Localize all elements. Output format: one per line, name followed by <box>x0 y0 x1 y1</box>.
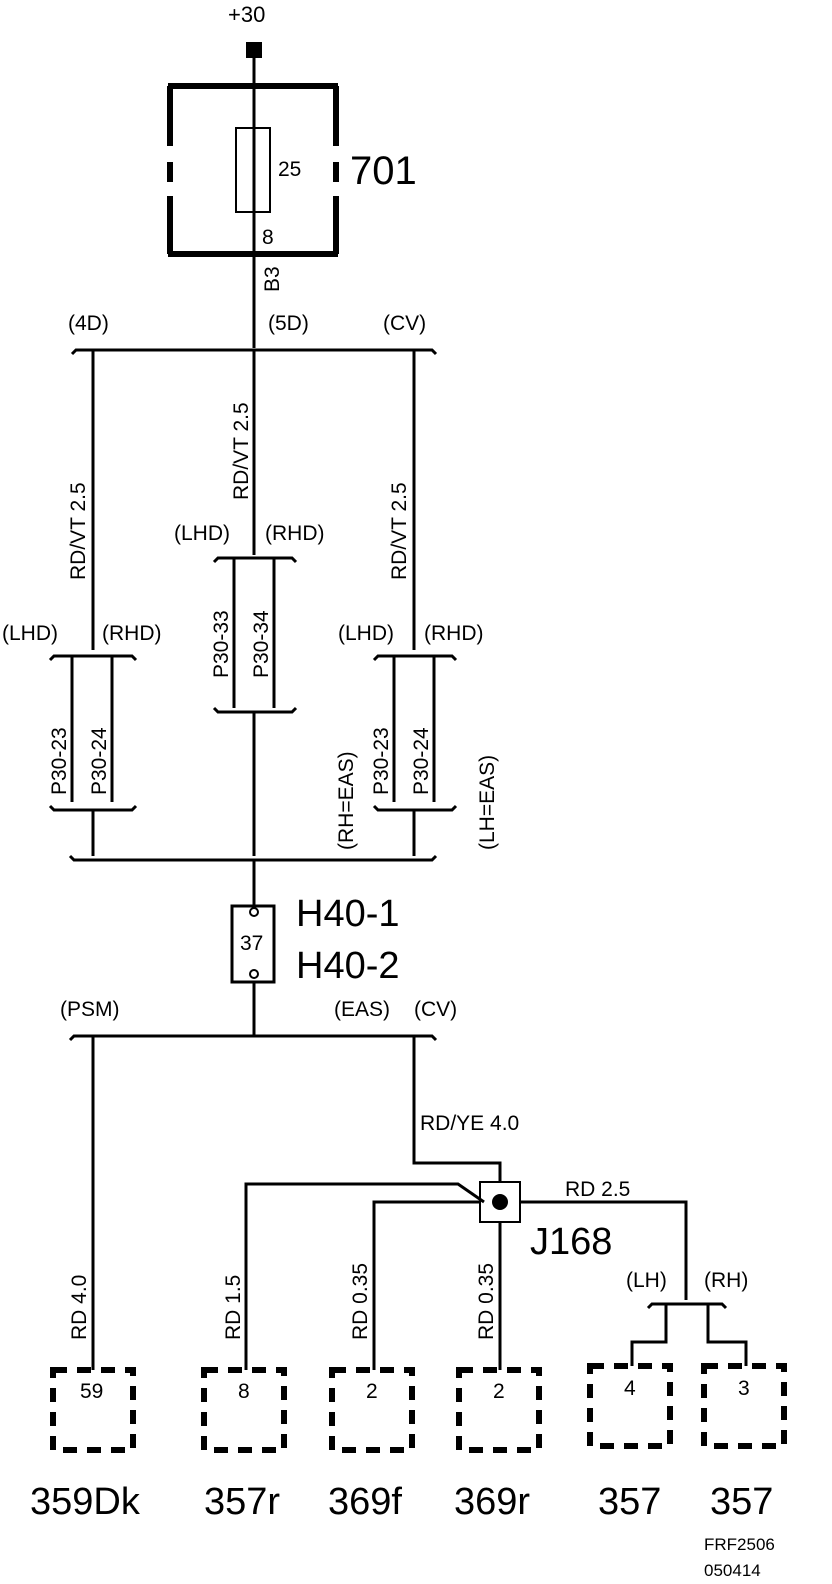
connector-359dk <box>50 1367 136 1453</box>
fuse-pin: 8 <box>262 226 274 249</box>
connector-369f <box>329 1367 415 1453</box>
wire-eas-label: RD/YE 4.0 <box>420 1112 519 1135</box>
connector-357r <box>201 1367 287 1453</box>
connector-h40-2-label: H40-2 <box>296 945 400 987</box>
wire-357-lh <box>630 1304 668 1374</box>
component-369r: 369r <box>454 1481 530 1523</box>
left-lhd-label: (LHD) <box>2 622 58 645</box>
connector-h40-pin-top <box>249 907 259 917</box>
component-357r: 357r <box>204 1481 280 1523</box>
left-branch-split <box>48 654 138 662</box>
fuse-box-label: 701 <box>350 149 417 193</box>
pin-369r: 2 <box>493 1380 505 1403</box>
left-rhd-label: (RHD) <box>102 622 161 645</box>
right-branch-join <box>372 804 458 812</box>
wire-center-label: RD/VT 2.5 <box>230 402 253 500</box>
wire-right-label: RD/VT 2.5 <box>388 482 411 580</box>
lh-rh-split <box>646 1302 728 1310</box>
pin-357-lh: 4 <box>624 1377 636 1400</box>
connector-357-rh <box>701 1363 787 1449</box>
variant-4d: (4D) <box>68 312 109 335</box>
supply-label: +30 <box>228 2 265 27</box>
wire-357r <box>244 1182 485 1374</box>
variant-5d: (5D) <box>268 312 309 335</box>
wire-369f <box>372 1200 480 1374</box>
connector-h40-pin: 37 <box>240 932 263 955</box>
wire-369r-label: RD 0.35 <box>475 1263 498 1340</box>
component-359dk: 359Dk <box>30 1481 141 1523</box>
lh-label: (LH) <box>626 1269 667 1292</box>
variant-join-bus <box>68 854 438 862</box>
fuse-box-701 <box>167 83 339 257</box>
variant-cv-bottom: (CV) <box>414 998 457 1021</box>
pin-357-rh: 3 <box>738 1377 750 1400</box>
pin-357r: 8 <box>238 1380 250 1403</box>
wire-369f-label: RD 0.35 <box>349 1263 372 1340</box>
wire-357 <box>520 1200 688 1300</box>
variant-psm: (PSM) <box>60 998 120 1021</box>
center-lhd-pin: P30-33 <box>210 610 233 678</box>
right-rhd-pin: P30-24 <box>410 727 433 795</box>
variant-bus-bottom <box>68 1034 438 1042</box>
wire-357-label: RD 2.5 <box>565 1178 630 1201</box>
fuse-rating: 25 <box>278 158 301 181</box>
wire-psm-label: RD 4.0 <box>68 1275 91 1340</box>
variant-eas: (EAS) <box>334 998 390 1021</box>
center-rhd-pin: P30-34 <box>250 610 273 678</box>
wire-left-label: RD/VT 2.5 <box>67 482 90 580</box>
right-lhd-pin: P30-23 <box>370 727 393 795</box>
right-lhd-label: (LHD) <box>338 622 394 645</box>
wire-eas <box>412 1036 502 1182</box>
rh-label: (RH) <box>704 1269 748 1292</box>
variant-cv: (CV) <box>383 312 426 335</box>
component-369f: 369f <box>328 1481 402 1523</box>
splice-j168-label: J168 <box>530 1221 612 1263</box>
lh-eas-note: (LH=EAS) <box>476 755 499 850</box>
connector-h40-pin-bottom <box>249 969 259 979</box>
fuse-cavity: B3 <box>261 266 284 292</box>
left-lhd-pin: P30-23 <box>48 727 71 795</box>
right-rhd-label: (RHD) <box>424 622 483 645</box>
left-rhd-pin: P30-24 <box>88 727 111 795</box>
figure-date: 050414 <box>704 1561 761 1580</box>
pin-369f: 2 <box>366 1380 378 1403</box>
center-branch-split <box>212 556 298 564</box>
connector-357-lh <box>587 1363 673 1449</box>
supply-terminal <box>246 42 262 58</box>
connector-369r <box>456 1367 542 1453</box>
wire-357-rh <box>706 1304 748 1374</box>
rh-eas-note: (RH=EAS) <box>335 751 358 850</box>
component-357-rh: 357 <box>710 1481 773 1523</box>
splice-j168-node <box>492 1194 508 1210</box>
center-rhd-label: (RHD) <box>265 522 324 545</box>
wire-357r-label: RD 1.5 <box>222 1275 245 1340</box>
component-357-lh: 357 <box>598 1481 661 1523</box>
center-branch-join <box>212 706 298 714</box>
left-branch-join <box>48 804 138 812</box>
center-lhd-label: (LHD) <box>174 522 230 545</box>
pin-359dk: 59 <box>80 1380 103 1403</box>
right-branch-split <box>372 654 458 662</box>
connector-h40-1-label: H40-1 <box>296 893 400 935</box>
figure-ref: FRF2506 <box>704 1535 775 1554</box>
